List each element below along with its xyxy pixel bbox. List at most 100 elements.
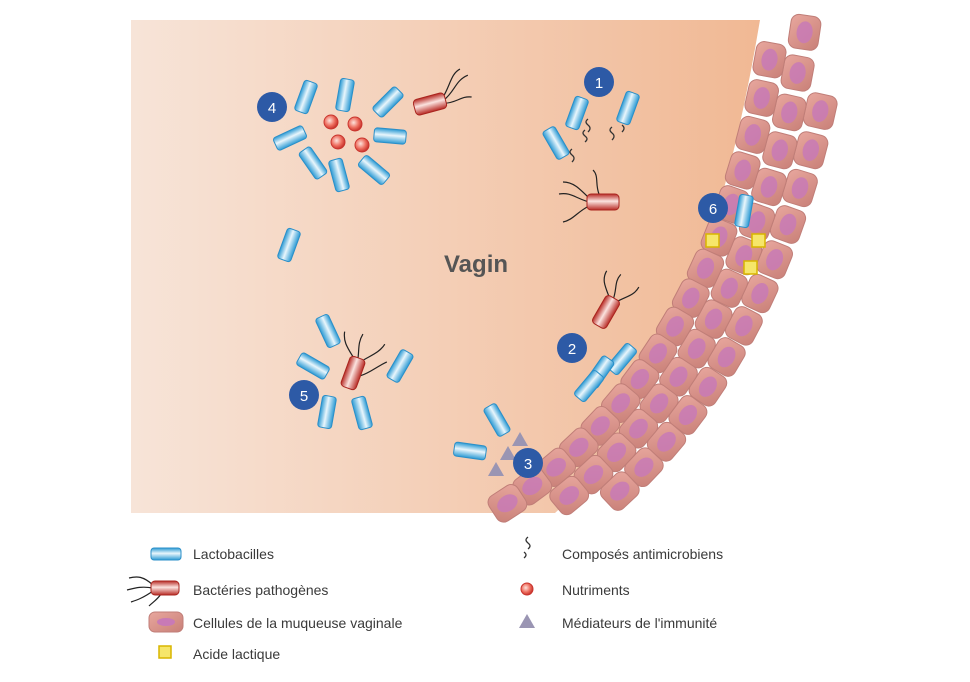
immune-mediator — [500, 446, 516, 460]
group-6-lactic-acid — [705, 194, 766, 275]
group-1-antimicrobial — [542, 90, 640, 223]
pathogen-bacterium — [340, 331, 388, 391]
legend-label-lactic-acid: Acide lactique — [193, 646, 281, 662]
legend-label-immune-mediators: Médiateurs de l'immunité — [562, 615, 718, 631]
pathogen-bacterium — [592, 270, 640, 329]
mucosa-cell — [671, 278, 710, 318]
mucosa-cell — [549, 475, 590, 516]
mucosa-cell — [772, 93, 807, 132]
lactic-acid — [705, 233, 720, 248]
group-5-coaggregation — [296, 314, 414, 431]
lactobacillus — [574, 369, 604, 403]
lactobacillus — [357, 155, 391, 185]
lactobacillus — [294, 79, 318, 115]
mucosa-cell — [707, 337, 746, 377]
lactobacillus — [607, 342, 637, 376]
svg-text:2: 2 — [568, 341, 576, 358]
svg-text:3: 3 — [524, 456, 532, 473]
antimicrobial-compound-icon — [523, 536, 531, 559]
mucosa-cell — [787, 13, 822, 51]
antimicrobial-compound — [609, 124, 625, 141]
pathogen-bacterium-icon — [126, 576, 180, 607]
pathogen-bacterium — [412, 68, 472, 116]
mucosa-cell — [624, 447, 664, 488]
group-4-nutrient-competition — [273, 68, 472, 193]
mucosa-cell — [756, 240, 793, 280]
lactobacillus-icon — [150, 547, 182, 561]
legend-label-pathogens: Bactéries pathogènes — [193, 582, 329, 598]
badge-3: 3 — [513, 448, 543, 478]
mucosa-cell — [668, 395, 708, 435]
mucosa-cell — [659, 356, 698, 397]
mucosa-cell — [724, 151, 761, 190]
badge-6: 6 — [698, 193, 728, 223]
mucosa-cell — [710, 268, 748, 308]
lactobacillus — [277, 227, 301, 263]
lactobacillus — [373, 127, 407, 145]
lactobacillus — [734, 194, 754, 228]
mucosa-cell — [769, 205, 807, 244]
lactobacillus — [565, 95, 589, 131]
nutrient — [347, 116, 363, 132]
center-label: Vagin — [444, 251, 508, 278]
nutrient — [330, 134, 346, 150]
mucosa-cell — [596, 432, 637, 473]
lactobacillus — [351, 395, 373, 431]
lactic-acid-icon — [158, 645, 172, 659]
mucosa-cell — [803, 92, 838, 130]
legend-label-lactobacilli: Lactobacilles — [193, 546, 274, 562]
lactobacillus — [386, 349, 414, 383]
immune-mediator — [488, 462, 504, 476]
mucosa-cell — [752, 41, 787, 79]
mucosa-cell — [638, 333, 678, 374]
lactobacillus — [453, 441, 487, 461]
svg-text:6: 6 — [709, 201, 717, 218]
pathogen-bacterium — [558, 169, 620, 223]
lactic-acid — [743, 260, 758, 275]
lactobacillus — [273, 125, 307, 151]
group-2-adhesion — [574, 270, 640, 403]
svg-text:1: 1 — [595, 75, 603, 92]
lactobacillus — [483, 403, 511, 437]
antimicrobial-compound — [582, 118, 591, 143]
badge-2: 2 — [557, 333, 587, 363]
badge-5: 5 — [289, 380, 319, 410]
svg-text:5: 5 — [300, 388, 308, 405]
mucosa-cell — [639, 383, 679, 424]
mucosa-cell — [751, 167, 787, 207]
lactobacillus — [328, 157, 350, 193]
mucosa-cell-icon — [148, 611, 184, 633]
lactobacillus — [616, 90, 640, 126]
mucosa-cell — [646, 421, 687, 462]
legend-label-antimicrobials: Composés antimicrobiens — [562, 546, 724, 562]
lactobacillus — [298, 146, 328, 180]
mucosa-cell — [762, 131, 798, 170]
mucosa-cell — [655, 306, 695, 347]
badge-1: 1 — [584, 67, 614, 97]
lactobacillus — [542, 126, 570, 160]
mucosa-cell — [487, 484, 528, 523]
antimicrobial-compound — [569, 148, 575, 163]
nutrient-icon — [520, 582, 534, 596]
nutrient — [323, 114, 339, 130]
mucosa-cell-layer — [487, 13, 838, 523]
mucosa-cell — [686, 248, 725, 288]
mucosa-cell — [744, 79, 779, 117]
lactobacillus — [315, 314, 341, 348]
mucosa-cell — [725, 306, 763, 346]
legend-label-nutrients: Nutriments — [562, 582, 630, 598]
immune-mediator-icon — [519, 614, 535, 628]
lactobacillus — [335, 78, 355, 112]
lactobacillus — [317, 395, 337, 429]
lactic-acid — [751, 233, 766, 248]
group-3-immunity — [453, 403, 528, 476]
lactobacillus — [296, 352, 330, 380]
badge-4: 4 — [257, 92, 287, 122]
nutrient — [354, 137, 370, 153]
immune-mediator — [512, 432, 528, 446]
mucosa-cell — [741, 273, 779, 314]
lactobacillus — [372, 86, 404, 118]
mucosa-cell — [735, 115, 771, 154]
svg-text:4: 4 — [268, 100, 276, 117]
